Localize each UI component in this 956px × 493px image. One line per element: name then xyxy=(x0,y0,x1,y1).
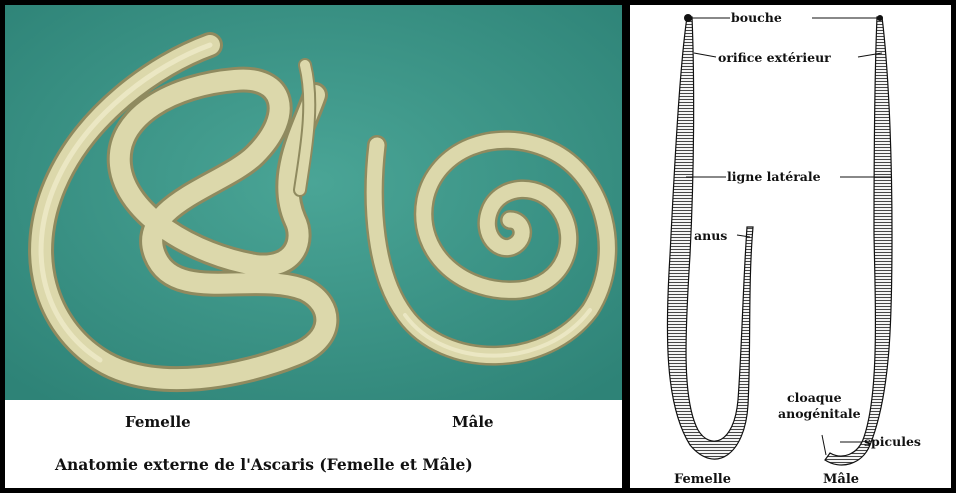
label-anus: anus xyxy=(694,228,727,243)
photo-caption-male: Mâle xyxy=(452,413,494,431)
label-cloaca-line2: anogénitale xyxy=(778,406,861,421)
diagram-caption-female: Femelle xyxy=(674,472,731,487)
photo-panel: Femelle Mâle Anatomie externe de l'Ascar… xyxy=(5,5,622,488)
photo-caption-female: Femelle xyxy=(125,413,191,431)
label-spicules: spicules xyxy=(864,434,921,449)
photo-title: Anatomie externe de l'Ascaris (Femelle e… xyxy=(55,455,473,474)
ascaris-photo xyxy=(5,5,622,400)
label-external-orifice: orifice extérieur xyxy=(718,50,831,65)
label-mouth: bouche xyxy=(731,10,782,25)
diagram-caption-male: Mâle xyxy=(823,472,859,487)
label-cloaca-line1: cloaque xyxy=(787,390,842,405)
label-lateral-line: ligne latérale xyxy=(727,169,821,184)
ascaris-diagram: bouche orifice extérieur ligne latérale … xyxy=(630,5,951,488)
diagram-panel: bouche orifice extérieur ligne latérale … xyxy=(630,5,951,488)
